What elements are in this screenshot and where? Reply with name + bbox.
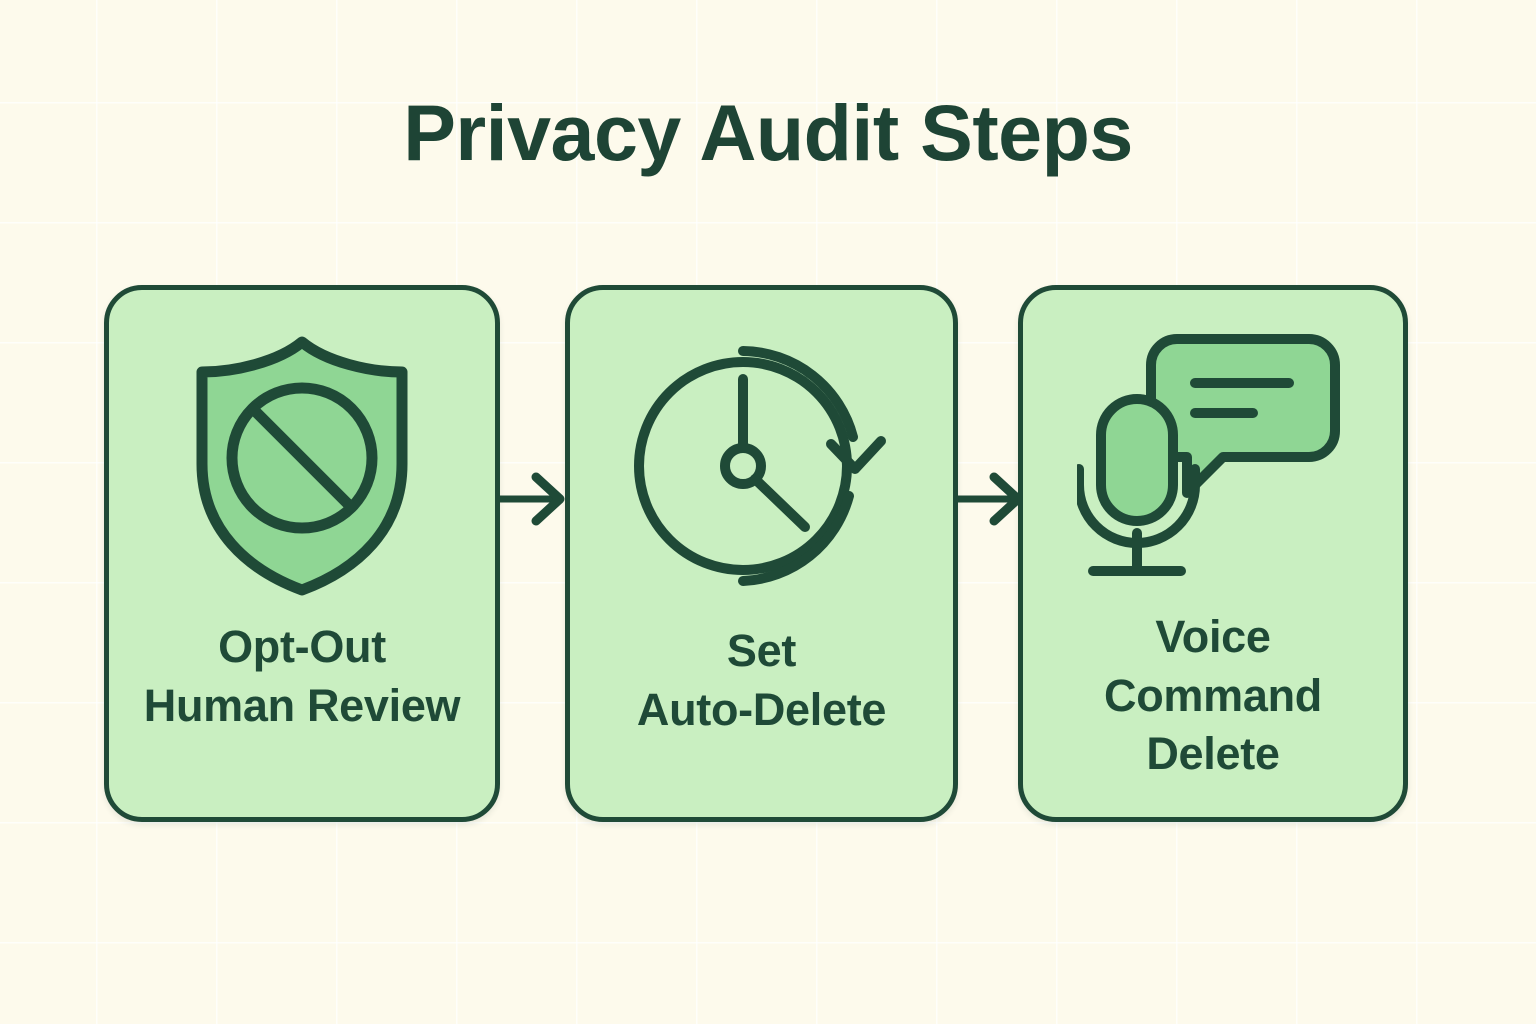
step-card-label-line: Set	[726, 625, 797, 676]
page-title: Privacy Audit Steps	[403, 88, 1133, 177]
step-card-set-auto-delete[interactable]: Set Auto-Delete	[565, 285, 958, 822]
clock-auto-delete-icon	[631, 332, 893, 600]
step-card-label-line: Opt-Out	[218, 621, 386, 672]
arrow-right-icon	[954, 466, 1024, 532]
microphone-speech-bubble-icon	[1077, 324, 1349, 592]
step-card-label-line: Human Review	[143, 679, 461, 731]
step-card-voice-command-delete[interactable]: Voice Command Delete	[1018, 285, 1408, 822]
step-card-label: Opt-Out Human Review	[109, 618, 495, 735]
step-card-label-line: Voice	[1155, 611, 1271, 662]
arrow-right-icon	[496, 466, 566, 532]
step-card-label: Set Auto-Delete	[570, 622, 953, 739]
step-card-opt-out-human-review[interactable]: Opt-Out Human Review	[104, 285, 500, 822]
step-card-label: Voice Command Delete	[1023, 608, 1403, 784]
step-card-label-line: Delete	[1146, 728, 1280, 779]
shield-prohibited-icon	[186, 332, 418, 600]
step-card-label-line: Auto-Delete	[636, 683, 887, 735]
step-card-label-line: Command	[1104, 669, 1322, 721]
